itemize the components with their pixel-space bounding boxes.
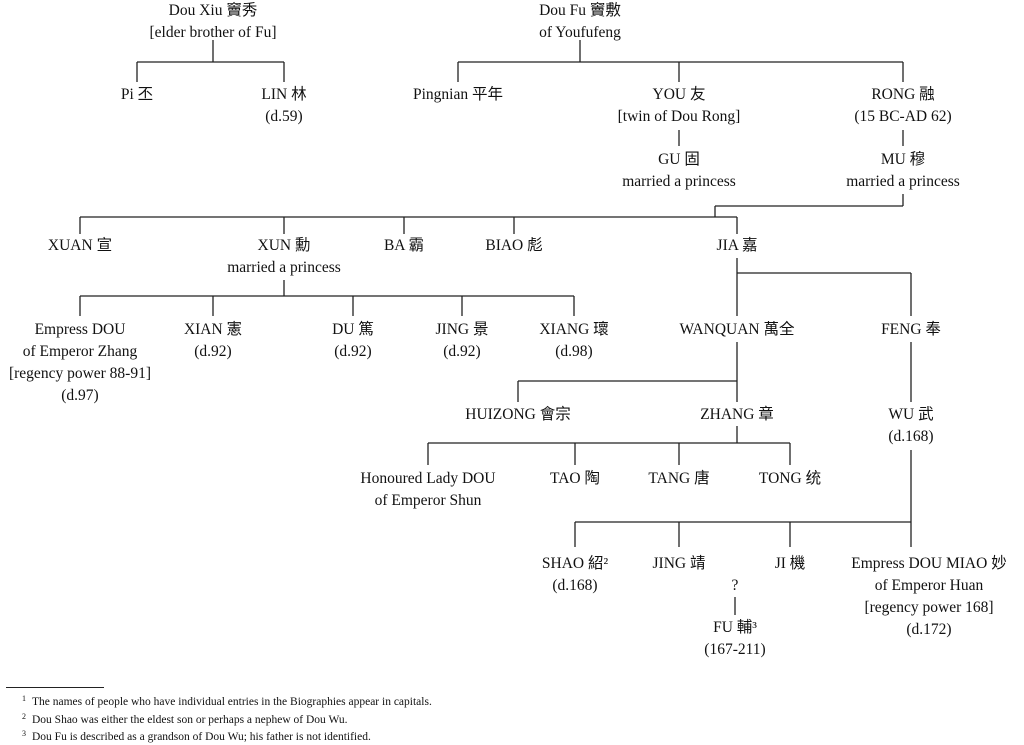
person-tong: TONG 统 [758, 470, 822, 487]
person-huizong: HUIZONG 會宗 [465, 406, 571, 423]
person-tao: TAO 陶 [550, 470, 600, 487]
person-feng: FENG 奉 [881, 321, 941, 338]
person-wu: WU 武 (d.168) [888, 406, 934, 445]
person-mu: MU 穆 married a princess [846, 151, 960, 190]
person-biao: BIAO 彪 [485, 237, 543, 254]
unknown-parent-marker: ? [731, 577, 739, 594]
person-honoured-lady-dou: Honoured Lady DOU of Emperor Shun [360, 470, 496, 509]
person-wanquan: WANQUAN 萬全 [679, 321, 795, 338]
person-pingnian: Pingnian 平年 [413, 86, 503, 103]
person-gu: GU 固 married a princess [622, 151, 736, 190]
person-lin: LIN 林 (d.59) [261, 86, 307, 125]
person-xiang: XIANG 瓌 (d.98) [539, 321, 609, 360]
person-dou-xiu: Dou Xiu 竇秀 [elder brother of Fu] [149, 2, 277, 41]
person-pi: Pi 丕 [120, 86, 154, 103]
person-tang: TANG 唐 [648, 470, 710, 487]
person-xun: XUN 勳 married a princess [227, 237, 341, 276]
person-empress-dou: Empress DOU of Emperor Zhang [regency po… [8, 321, 152, 404]
person-jing-jing: JING 景 (d.92) [435, 321, 489, 360]
person-dou-fu: Dou Fu 竇敷 of Youfufeng [539, 2, 621, 41]
person-zhang: ZHANG 章 [700, 406, 774, 423]
person-shao: SHAO 紹² (d.168) [541, 555, 609, 594]
person-xuan: XUAN 宣 [47, 237, 113, 254]
tree-connectors [79, 40, 912, 615]
footnote-divider [6, 687, 104, 688]
person-rong: RONG 融 (15 BC-AD 62) [854, 86, 952, 125]
person-empress-dou-miao: Empress DOU MIAO 妙 of Emperor Huan [rege… [851, 555, 1007, 638]
person-you: YOU 友 [twin of Dou Rong] [617, 86, 741, 125]
person-jing-jing-2: JING 靖 [652, 555, 706, 572]
person-ji: JI 機 [774, 555, 806, 572]
person-du: DU 篤 (d.92) [332, 321, 374, 360]
person-xian: XIAN 憲 (d.92) [183, 321, 243, 360]
person-jia: JIA 嘉 [716, 237, 758, 254]
person-fu: FU 輔³ (167-211) [704, 619, 766, 658]
person-ba: BA 霸 [383, 237, 425, 254]
